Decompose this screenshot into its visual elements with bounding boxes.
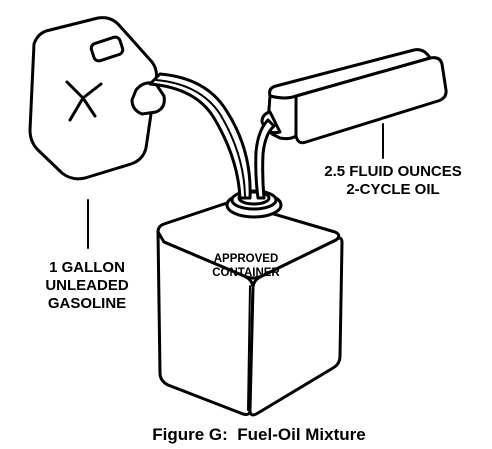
oil-label: 2.5 FLUID OUNCES 2-CYCLE OIL [324, 163, 462, 198]
container-label-line-2: CONTAINER [212, 267, 280, 279]
gasoline-label-line-2: UNLEADED [45, 277, 129, 294]
gas-can-hose-inner [155, 79, 246, 197]
gas-can-icon [28, 16, 252, 200]
gasoline-label-line-3: GASOLINE [48, 295, 126, 312]
gas-can-spout-base [130, 81, 166, 116]
container-right-face [248, 236, 344, 417]
container-corner-edge [247, 285, 251, 411]
gasoline-label-line-1: 1 GALLON [49, 259, 125, 276]
gas-can-emboss-x [65, 80, 103, 122]
gas-can-handle [89, 35, 125, 63]
oil-bottle-front [294, 56, 448, 145]
oil-label-line-2: 2-CYCLE OIL [346, 181, 439, 198]
gasoline-label: 1 GALLON UNLEADED GASOLINE [45, 259, 129, 312]
container-label-line-1: APPROVED [214, 253, 279, 265]
oil-bottle-icon [254, 48, 448, 200]
mixing-container-icon [156, 189, 344, 417]
container-label: APPROVED CONTAINER [212, 253, 280, 279]
oil-label-line-1: 2.5 FLUID OUNCES [324, 163, 462, 180]
figure-caption: Figure G: Fuel-Oil Mixture [152, 425, 365, 444]
oil-pour-stream [254, 118, 276, 200]
container-left-face [156, 230, 255, 416]
gas-can-hose [148, 72, 252, 200]
gas-can-body [28, 16, 158, 181]
